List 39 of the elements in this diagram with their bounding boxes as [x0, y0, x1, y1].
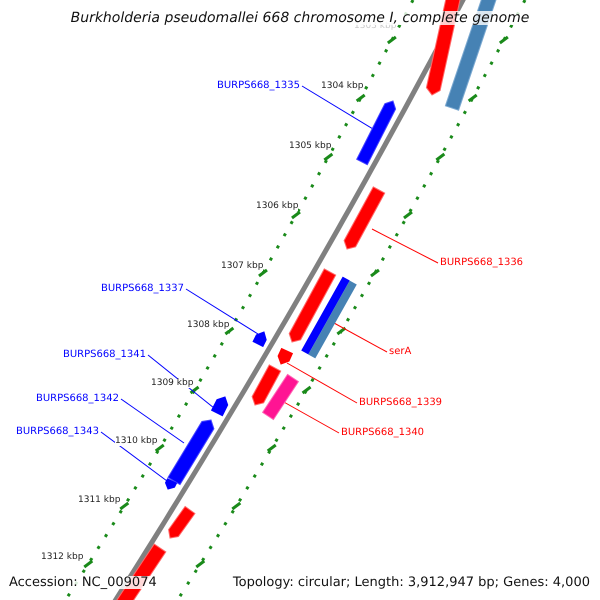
gene-feature	[164, 478, 178, 490]
gene-feature	[210, 396, 228, 416]
leader-line	[302, 86, 374, 130]
gene-label: BURPS668_1343	[16, 427, 99, 437]
gene-feature	[168, 506, 196, 539]
leader-line	[372, 228, 438, 264]
gene-feature	[301, 276, 357, 358]
gene-label: BURPS668_1336	[440, 258, 524, 268]
gene-feature	[356, 100, 396, 166]
gene-label: BURPS668_1339	[359, 398, 442, 408]
leader-line	[334, 322, 388, 352]
leader-line	[186, 288, 258, 334]
gene-label: serA	[389, 347, 412, 357]
scale-label: 1305 kbp	[289, 142, 332, 151]
gene-label: BURPS668_1342	[36, 394, 119, 404]
gene-feature	[252, 331, 267, 348]
gene-feature	[262, 374, 300, 420]
scale-label: 1307 kbp	[221, 262, 264, 271]
leader-line	[120, 398, 184, 444]
scale-label: 1311 kbp	[78, 496, 120, 505]
scale-label: 1310 kbp	[115, 437, 158, 446]
gene-feature	[288, 268, 336, 343]
gene-feature	[252, 364, 282, 406]
leader-line	[286, 362, 358, 404]
gene-label: BURPS668_1340	[341, 428, 424, 438]
scale-label: 1304 kbp	[321, 82, 364, 91]
gene-feature	[278, 348, 294, 365]
gene-label: BURPS668_1341	[62, 350, 146, 360]
gene-label: BURPS668_1335	[216, 81, 300, 91]
scale-label: 1308 kbp	[187, 321, 230, 330]
accession-text: Accession: NC_009074	[9, 576, 157, 589]
scale-label: 1306 kbp	[256, 202, 298, 211]
leader-line	[100, 432, 168, 482]
gene-feature	[167, 419, 214, 486]
scale-label: 1312 kbp	[41, 553, 84, 562]
scale-label: 1309 kbp	[151, 379, 194, 388]
genome-info-text: Topology: circular; Length: 3,912,947 bp; Genes: 4,000	[232, 576, 590, 589]
gene-label: BURPS668_1337	[100, 284, 184, 294]
gene-feature	[344, 186, 386, 250]
